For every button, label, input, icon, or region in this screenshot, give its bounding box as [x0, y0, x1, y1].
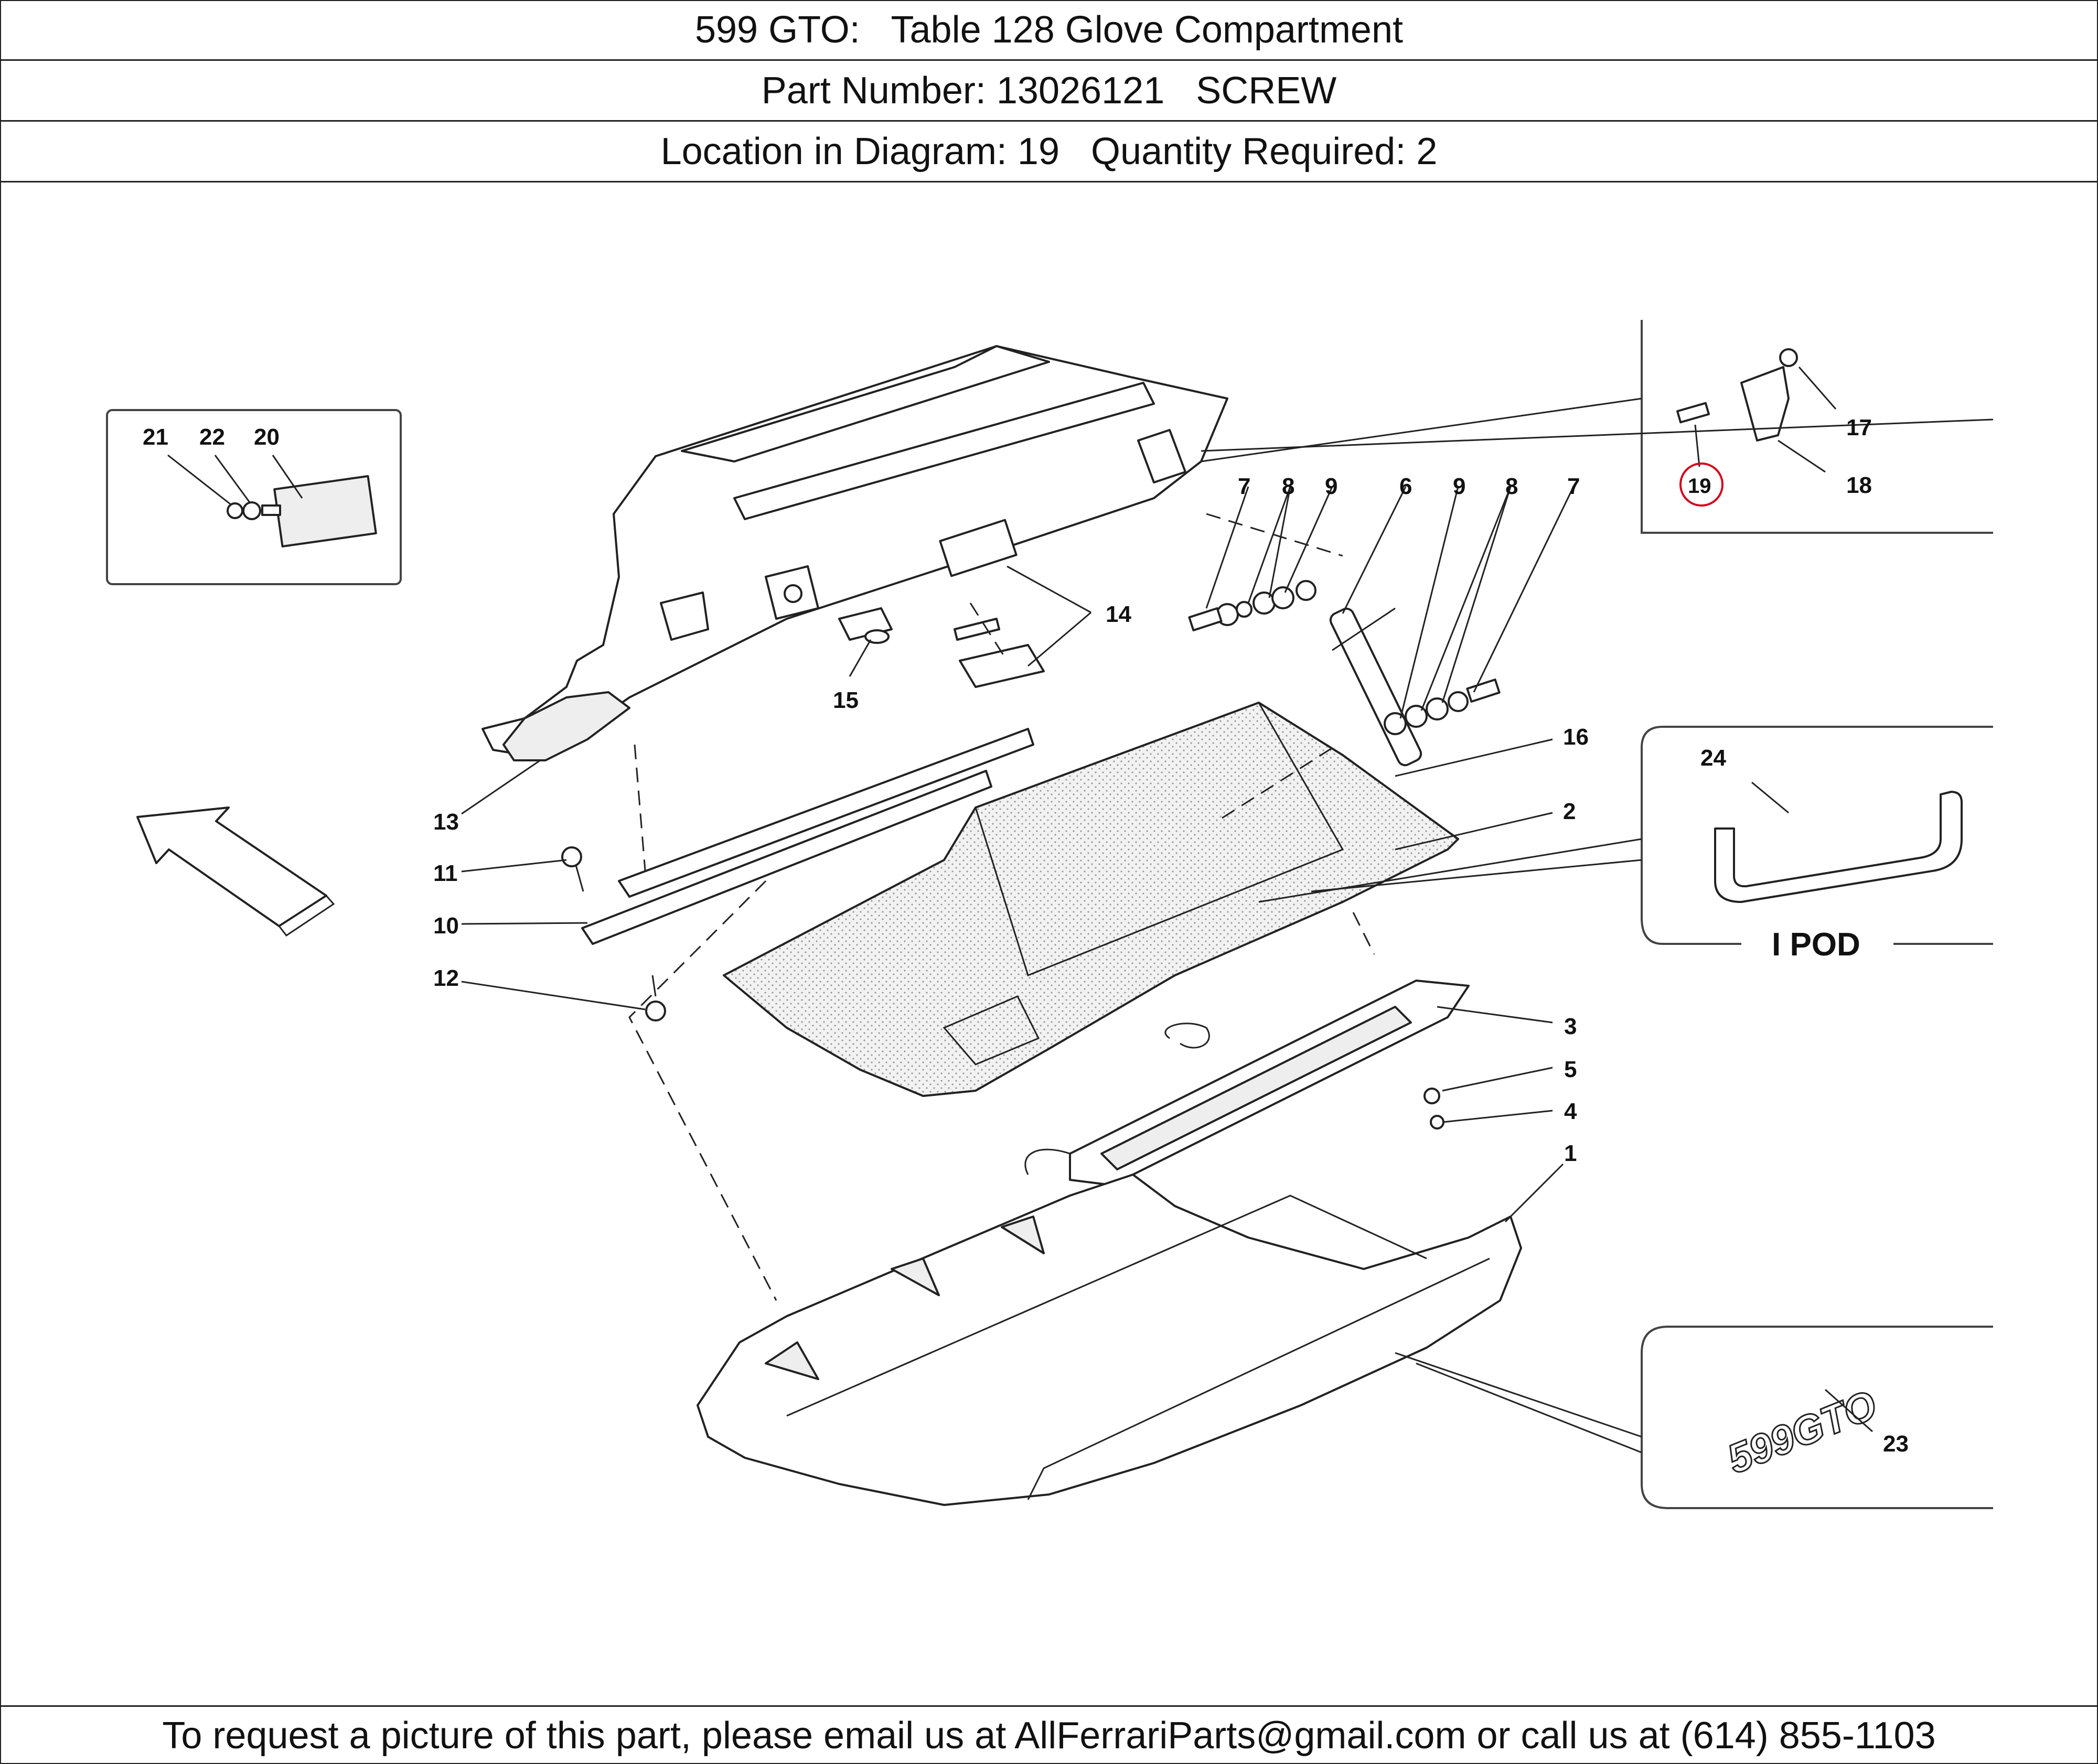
- callout-7b: 7: [1567, 474, 1580, 499]
- inset-ipod-holder-24: [1258, 726, 1993, 945]
- callout-16: 16: [1563, 724, 1589, 750]
- page-title: 599 GTO: Table 128 Glove Compartment: [0, 0, 2098, 61]
- callout-23: 23: [1883, 1431, 1909, 1457]
- callout-15: 15: [833, 687, 859, 713]
- exploded-parts-diagram: 599GTO 21 22 20 13 11 10: [106, 320, 1994, 1509]
- callout-20: 20: [254, 424, 280, 450]
- ipod-label: I POD: [1772, 927, 1860, 963]
- badge-599gto: 599GTO: [1721, 1381, 1883, 1482]
- leader-lines: [461, 486, 1575, 1223]
- contact-footer: To request a picture of this part, pleas…: [0, 1705, 2098, 1764]
- callout-9b: 9: [1453, 474, 1465, 499]
- callout-21: 21: [143, 424, 168, 450]
- callout-12: 12: [433, 965, 459, 991]
- callout-11: 11: [433, 861, 458, 886]
- inset-box-21-22-20: [106, 409, 402, 585]
- glove-tray-2: [723, 702, 1459, 1097]
- callout-14: 14: [1106, 601, 1131, 627]
- callout-6: 6: [1399, 474, 1412, 499]
- inset-bracket-17-18-19: [1201, 320, 1994, 534]
- glove-box-housing: [481, 345, 1228, 761]
- assembly-guide-lines: [628, 513, 1375, 1301]
- part-number-line: Part Number: 13026121 SCREW: [0, 61, 2098, 122]
- callout-13: 13: [433, 809, 459, 835]
- gas-strut-6: [1188, 580, 1501, 767]
- callout-10: 10: [433, 913, 459, 939]
- callout-8b: 8: [1505, 474, 1518, 499]
- callout-4: 4: [1564, 1099, 1577, 1124]
- callout-3: 3: [1564, 1014, 1577, 1039]
- callout-2: 2: [1563, 799, 1576, 824]
- latch-mechanism-3: [1024, 980, 1470, 1186]
- direction-arrow: [136, 806, 327, 927]
- glove-box-lid-1: [697, 1174, 1522, 1506]
- callout-17: 17: [1846, 415, 1872, 440]
- callout-labels: 21 22 20 13 11 10 12 15 14 7 8 9 6 9 8 7…: [143, 415, 1909, 1457]
- callout-9a: 9: [1325, 474, 1337, 499]
- location-quantity-line: Location in Diagram: 19 Quantity Require…: [0, 122, 2098, 182]
- callout-1: 1: [1564, 1141, 1577, 1166]
- callout-18: 18: [1846, 472, 1872, 498]
- callout-7a: 7: [1238, 474, 1250, 499]
- callout-22: 22: [199, 424, 225, 450]
- callout-5: 5: [1564, 1057, 1577, 1082]
- mounting-strip-10: [561, 728, 1034, 1021]
- highlight-circle-19: [1679, 462, 1724, 507]
- callout-8a: 8: [1282, 474, 1294, 499]
- inset-badge-23: 599GTO: [1395, 1326, 1993, 1509]
- callout-19: 19: [1688, 475, 1711, 498]
- callout-24: 24: [1700, 745, 1726, 771]
